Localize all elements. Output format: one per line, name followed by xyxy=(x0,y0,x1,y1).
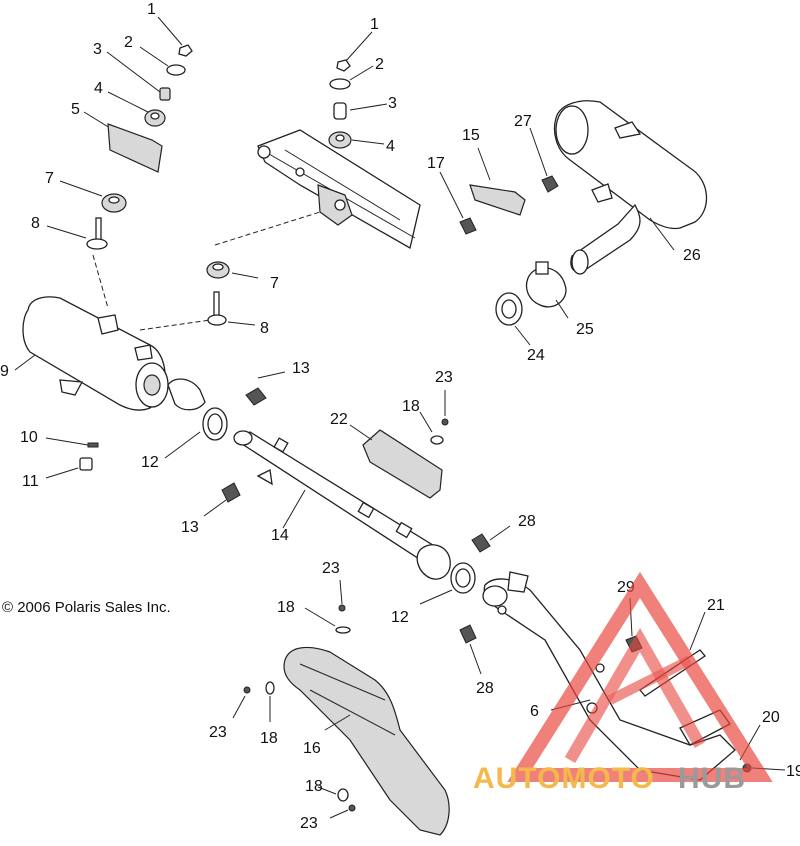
callout-19: 19 xyxy=(786,763,800,780)
heat-shield-22 xyxy=(349,424,443,499)
clamp-and-gasket-right xyxy=(495,261,569,346)
tail-tube xyxy=(233,430,451,580)
small-parts-center xyxy=(419,390,449,445)
callout-21: 21 xyxy=(707,597,725,614)
watermark-text-primary: AUTOMOTO xyxy=(473,762,655,795)
callout-28: 28 xyxy=(518,513,536,530)
callout-24: 24 xyxy=(527,347,545,364)
callout-25: 25 xyxy=(576,321,594,338)
callout-18: 18 xyxy=(305,778,323,795)
callout-22: 22 xyxy=(330,411,348,428)
logo-triangle-icon xyxy=(507,571,773,782)
callout-17: 17 xyxy=(427,155,445,172)
callout-18: 18 xyxy=(402,398,420,415)
callout-23: 23 xyxy=(435,369,453,386)
callout-13: 13 xyxy=(181,519,199,536)
callout-12: 12 xyxy=(141,454,159,471)
watermark-text-secondary: HUB xyxy=(678,762,746,795)
heat-shield-16 xyxy=(283,646,450,836)
callout-13: 13 xyxy=(292,360,310,377)
center-mount-hardware xyxy=(328,31,388,149)
gasket-and-spring xyxy=(419,525,511,675)
right-mount-hardware xyxy=(439,127,559,235)
callout-28: 28 xyxy=(476,680,494,697)
callout-23: 23 xyxy=(300,815,318,832)
callout-3: 3 xyxy=(388,95,397,112)
callout-2: 2 xyxy=(124,34,133,51)
callout-18: 18 xyxy=(277,599,295,616)
small-parts-lower xyxy=(232,579,356,819)
grommet-and-bolt-left xyxy=(46,180,127,250)
callout-6: 6 xyxy=(530,703,539,720)
callout-8: 8 xyxy=(31,215,40,232)
callout-11: 11 xyxy=(22,473,39,490)
copyright-text: © 2006 Polaris Sales Inc. xyxy=(2,599,171,616)
callout-4: 4 xyxy=(94,80,103,97)
callout-23: 23 xyxy=(209,724,227,741)
callout-23: 23 xyxy=(322,560,340,577)
callout-7: 7 xyxy=(45,170,54,187)
watermark-logo xyxy=(507,571,773,782)
callout-9: 9 xyxy=(0,363,9,380)
callout-15: 15 xyxy=(462,127,480,144)
callout-3: 3 xyxy=(93,41,102,58)
callout-26: 26 xyxy=(683,247,701,264)
callout-2: 2 xyxy=(375,56,384,73)
callout-7: 7 xyxy=(270,275,279,292)
frame-section xyxy=(257,129,421,249)
left-mount-hardware xyxy=(83,16,193,173)
callout-8: 8 xyxy=(260,320,269,337)
callout-5: 5 xyxy=(71,101,80,118)
callout-1: 1 xyxy=(147,1,156,18)
callout-1: 1 xyxy=(370,16,379,33)
left-muffler xyxy=(14,254,211,411)
callout-4: 4 xyxy=(386,138,395,155)
callout-18: 18 xyxy=(260,730,278,747)
callout-10: 10 xyxy=(20,429,38,446)
callout-16: 16 xyxy=(303,740,321,757)
callout-20: 20 xyxy=(762,709,780,726)
callout-12: 12 xyxy=(391,609,409,626)
callout-14: 14 xyxy=(271,527,289,544)
small-parts-left xyxy=(45,371,286,517)
grommet-and-bolt-center xyxy=(206,211,321,326)
right-muffler xyxy=(553,100,708,275)
callout-27: 27 xyxy=(514,113,532,130)
